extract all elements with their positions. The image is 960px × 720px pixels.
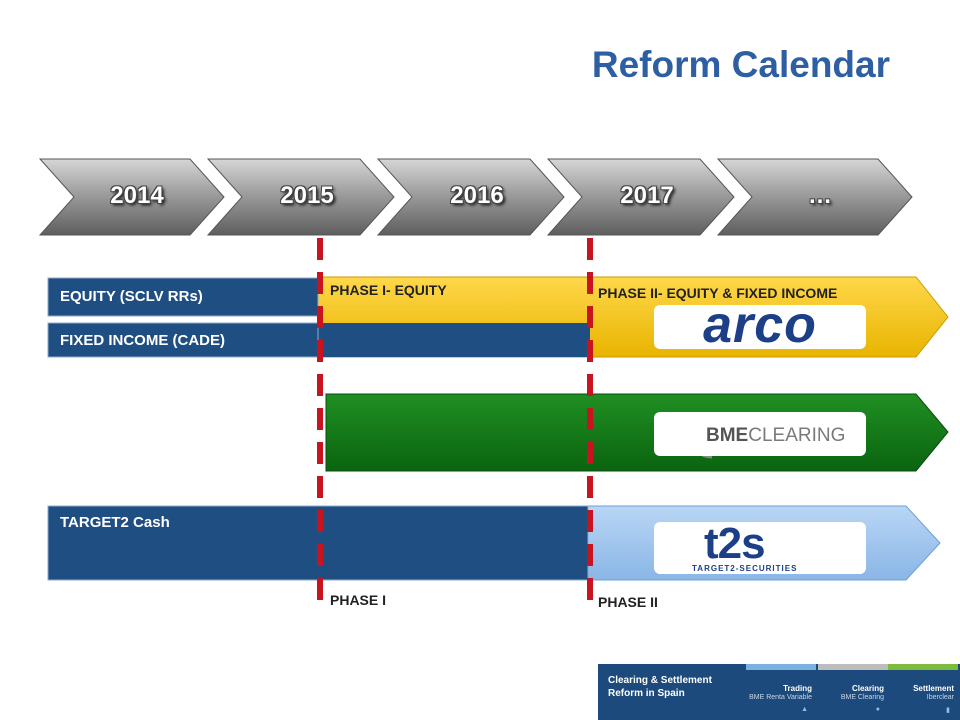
footer-settlement-head: Settlement — [913, 684, 954, 693]
footer-trading-sub: BME Renta Variable — [749, 694, 812, 701]
year-label-2016: 2016 — [450, 182, 504, 209]
footer-settlement-strip — [888, 664, 958, 670]
fixed-income-label: FIXED INCOME (CADE) — [60, 332, 225, 349]
year-chevron-2014 — [38, 158, 225, 236]
footer-trading-head: Trading — [783, 684, 812, 693]
phase2-equity-fi-label: PHASE II- EQUITY & FIXED INCOME — [598, 285, 838, 301]
t2s-logo-subtitle: TARGET2-SECURITIES — [692, 564, 798, 573]
footer-settlement-sub: Iberclear — [926, 694, 954, 701]
year-label-2015: 2015 — [280, 182, 334, 209]
phase2-label: PHASE II — [598, 594, 658, 610]
year-chevron-2017 — [546, 158, 735, 236]
phase1-equity-label: PHASE I- EQUITY — [330, 282, 447, 298]
year-label-2017: 2017 — [620, 182, 674, 209]
fixed-income-bar — [47, 322, 319, 358]
bme-clearing-logo: BMECLEARING — [654, 412, 866, 456]
year-label-more: … — [808, 182, 832, 209]
footer-clearing: Clearing BME Clearing ● — [818, 664, 888, 720]
equity-bar — [47, 277, 319, 317]
footer-trading-strip — [746, 664, 816, 670]
bme-clearing-logo-text: BMECLEARING — [706, 425, 846, 446]
t2s-logo: t2s TARGET2-SECURITIES — [654, 519, 866, 574]
arco-logo: arco — [654, 296, 866, 354]
footer-clearing-sub: BME Clearing — [840, 694, 884, 701]
footer-settlement-mark: ▮ — [946, 707, 950, 714]
page-title: Reform Calendar — [591, 44, 890, 85]
footer-banner: Clearing & Settlement Reform in Spain Tr… — [598, 664, 960, 720]
footer-title-line1: Clearing & Settlement — [608, 675, 712, 686]
arco-logo-text: arco — [703, 296, 817, 354]
year-chevron-more — [716, 158, 913, 236]
footer-trading-mark: ▲ — [801, 706, 808, 713]
footer-title-line2: Reform in Spain — [608, 688, 685, 699]
footer-settlement: Settlement Iberclear ▮ — [888, 664, 958, 720]
year-chevron-2015 — [206, 158, 395, 236]
footer-clearing-strip — [818, 664, 888, 670]
footer-clearing-head: Clearing — [851, 684, 884, 693]
footer-clearing-mark: ● — [875, 706, 880, 713]
year-chevron-2016 — [376, 158, 565, 236]
t2s-logo-text: t2s — [704, 519, 766, 568]
phase1-label: PHASE I — [330, 592, 387, 608]
target2-label: TARGET2 Cash — [60, 514, 170, 531]
fixed-income-bar-extension — [318, 323, 590, 357]
equity-label: EQUITY (SCLV RRs) — [60, 288, 203, 305]
footer-trading: Trading BME Renta Variable ▲ — [746, 664, 816, 720]
year-label-2014: 2014 — [110, 182, 164, 209]
